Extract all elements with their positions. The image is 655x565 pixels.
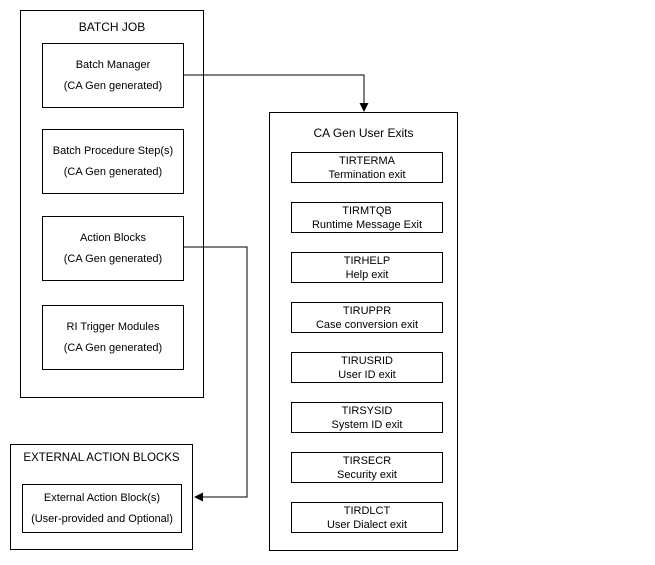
connector-batch-manager-to-user-exits (183, 74, 365, 103)
node-batch-procedure-steps: Batch Procedure Step(s) (CA Gen generate… (42, 129, 184, 194)
node-batch-manager-line2: (CA Gen generated) (63, 79, 163, 92)
node-action-blocks-line1: Action Blocks (79, 231, 147, 244)
external-action-blocks-container: EXTERNAL ACTION BLOCKS External Action B… (10, 444, 193, 550)
exit-name: TIRUSRID (341, 354, 393, 367)
exit-name: TIRMTQB (342, 204, 392, 217)
exit-box-tirsysid: TIRSYSID System ID exit (291, 402, 443, 433)
batch-job-title: BATCH JOB (78, 20, 146, 34)
exit-box-tirterma: TIRTERMA Termination exit (291, 152, 443, 183)
node-batch-procedure-steps-line2: (CA Gen generated) (63, 165, 163, 178)
batch-job-container: BATCH JOB Batch Manager (CA Gen generate… (20, 10, 204, 398)
node-batch-manager: Batch Manager (CA Gen generated) (42, 43, 184, 108)
exit-description: User Dialect exit (326, 518, 408, 531)
exit-description: Runtime Message Exit (311, 218, 423, 231)
node-batch-manager-line1: Batch Manager (75, 58, 151, 71)
exit-description: System ID exit (331, 418, 403, 431)
exit-box-tiruppr: TIRUPPR Case conversion exit (291, 302, 443, 333)
exit-name: TIRSECR (342, 454, 392, 467)
external-action-blocks-title: EXTERNAL ACTION BLOCKS (23, 452, 180, 464)
node-action-blocks: Action Blocks (CA Gen generated) (42, 216, 184, 281)
arrowhead-down-icon (359, 103, 369, 112)
exit-name: TIRHELP (343, 254, 391, 267)
exit-name: TIRSYSID (341, 404, 393, 417)
user-exits-title: CA Gen User Exits (313, 126, 414, 140)
exit-box-tirusrid: TIRUSRID User ID exit (291, 352, 443, 383)
exit-description: Termination exit (328, 168, 406, 181)
exit-name: TIRUPPR (342, 304, 392, 317)
exit-box-tirdlct: TIRDLCT User Dialect exit (291, 502, 443, 533)
node-external-action-blocks: External Action Block(s) (User-provided … (22, 484, 182, 533)
arrowhead-left-icon (194, 492, 203, 502)
node-action-blocks-line2: (CA Gen generated) (63, 252, 163, 265)
exit-name: TIRTERMA (338, 154, 396, 167)
exit-description: User ID exit (338, 368, 396, 381)
node-ri-trigger-modules-line1: RI Trigger Modules (66, 320, 160, 333)
exit-name: TIRDLCT (343, 504, 391, 517)
exit-box-tirhelp: TIRHELP Help exit (291, 252, 443, 283)
user-exits-container: CA Gen User Exits TIRTERMA Termination e… (269, 112, 458, 551)
exit-description: Help exit (345, 268, 389, 281)
node-external-action-blocks-line2: (User-provided and Optional) (31, 512, 173, 525)
node-ri-trigger-modules: RI Trigger Modules (CA Gen generated) (42, 305, 184, 370)
node-batch-procedure-steps-line1: Batch Procedure Step(s) (52, 144, 174, 157)
node-ri-trigger-modules-line2: (CA Gen generated) (63, 341, 163, 354)
exit-box-tirsecr: TIRSECR Security exit (291, 452, 443, 483)
exit-description: Case conversion exit (315, 318, 419, 331)
node-external-action-blocks-line1: External Action Block(s) (43, 491, 161, 504)
exit-description: Security exit (337, 468, 397, 481)
exit-box-tirmtqb: TIRMTQB Runtime Message Exit (291, 202, 443, 233)
